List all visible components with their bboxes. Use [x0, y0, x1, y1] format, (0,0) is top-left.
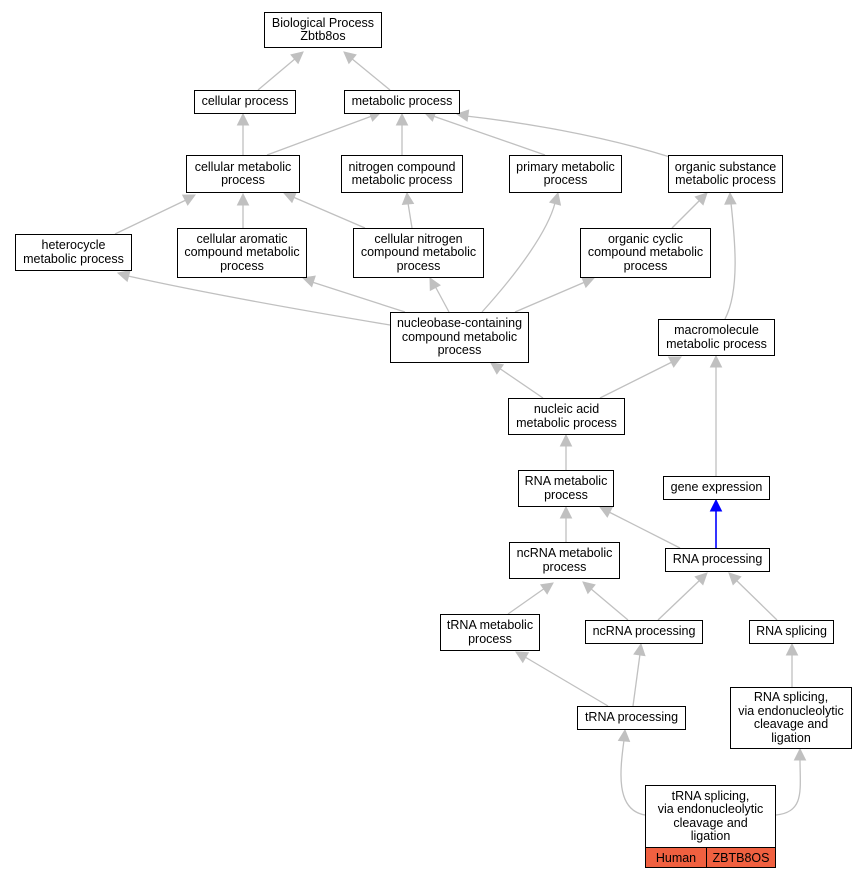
edge-organic-to-metabolic: [465, 115, 671, 158]
edge-trnaproc-to-ncproc: [632, 653, 641, 707]
edge-cellular-to-root-arrowhead: [290, 51, 304, 65]
node-cellular-metabolic-process[interactable]: cellular metabolic process: [186, 155, 300, 193]
edge-trnasplice-to-trnaproc-arrowhead: [617, 728, 631, 743]
node-heterocycle-metabolic-process[interactable]: heterocycle metabolic process: [15, 234, 132, 271]
edge-aromatic-to-cellmeta-arrowhead: [236, 192, 250, 206]
node-organic-substance-metabolic-process[interactable]: organic substance metabolic process: [668, 155, 783, 193]
edge-nucleo-to-aromatic-arrowhead: [301, 275, 316, 288]
edge-nucleic-to-nucleo-arrowhead: [490, 362, 505, 375]
edge-nucleic-to-macro-arrowhead: [667, 356, 682, 368]
edge-nucleo-to-ocyclic-arrowhead: [580, 276, 596, 289]
edge-nucleic-to-macro: [599, 361, 673, 399]
edge-nitro-to-metabolic-arrowhead: [395, 112, 409, 126]
edge-trnasplice-to-rnasplendo-arrowhead: [793, 747, 807, 761]
edge-ncproc-to-ncmeta-arrowhead: [582, 581, 596, 595]
node-trna-splicing-endonucleolytic[interactable]: tRNA splicing, via endonucleolytic cleav…: [645, 785, 776, 848]
edge-nucleo-to-cnitro: [434, 285, 450, 313]
legend-gene-cell: ZBTB8OS: [706, 847, 776, 868]
edge-metabolic-to-root: [350, 57, 391, 91]
edge-organic-to-metabolic-arrowhead: [455, 109, 470, 122]
node-nitrogen-compound-metabolic-process[interactable]: nitrogen compound metabolic process: [341, 155, 463, 193]
node-root[interactable]: Biological Process Zbtb8os: [264, 12, 382, 48]
node-trna-processing[interactable]: tRNA processing: [577, 706, 686, 730]
edge-cellmeta-to-metabolic: [266, 115, 373, 156]
node-ncrna-metabolic-process[interactable]: ncRNA metabolic process: [509, 542, 620, 579]
edge-rnasplendo-to-splice-arrowhead: [785, 642, 799, 656]
legend-species-cell: Human: [645, 847, 707, 868]
edge-trnameta-to-ncmeta: [507, 587, 546, 615]
edge-nucleo-to-primary: [481, 202, 556, 313]
edge-gene-to-macro-arrowhead: [709, 354, 723, 368]
node-macromolecule-metabolic-process[interactable]: macromolecule metabolic process: [658, 319, 775, 356]
edge-metabolic-to-root-arrowhead: [343, 51, 357, 65]
edge-nucleo-to-aromatic: [311, 281, 406, 313]
node-cellular-process[interactable]: cellular process: [194, 90, 296, 114]
edge-ncproc-to-rnaproc: [657, 579, 701, 621]
edge-primary-to-metabolic: [432, 115, 546, 156]
node-primary-metabolic-process[interactable]: primary metabolic process: [509, 155, 622, 193]
node-trna-metabolic-process[interactable]: tRNA metabolic process: [440, 614, 540, 651]
edge-nucleo-to-hetero: [127, 275, 391, 326]
edge-rnameta-to-nucleic-arrowhead: [559, 433, 573, 447]
edge-ncproc-to-ncmeta: [589, 587, 629, 621]
node-nucleobase-containing-compound-metabolic-process[interactable]: nucleobase-containing compound metabolic…: [390, 312, 529, 363]
edge-trnaproc-to-ncproc-arrowhead: [633, 642, 646, 657]
edge-trnameta-to-ncmeta-arrowhead: [539, 582, 554, 595]
edge-rnaproc-to-rnameta-arrowhead: [599, 506, 614, 518]
edge-trnasplice-to-trnaproc: [620, 739, 646, 816]
edge-cellular-to-root: [257, 57, 297, 91]
edge-cnitro-to-cellmeta: [292, 196, 366, 229]
edge-trnaproc-to-trnameta: [524, 656, 609, 707]
edge-cnitro-to-nitro-arrowhead: [401, 191, 415, 206]
edge-cnitro-to-cellmeta-arrowhead: [282, 191, 298, 204]
node-cellular-nitrogen-compound-metabolic-process[interactable]: cellular nitrogen compound metabolic pro…: [353, 228, 484, 278]
node-metabolic-process[interactable]: metabolic process: [344, 90, 460, 114]
edge-nucleo-to-cnitro-arrowhead: [429, 277, 441, 292]
edge-cnitro-to-nitro: [407, 202, 413, 229]
edge-nucleo-to-primary-arrowhead: [548, 191, 562, 206]
node-organic-cyclic-compound-metabolic-process[interactable]: organic cyclic compound metabolic proces…: [580, 228, 711, 278]
edge-ocyclic-to-organic: [671, 199, 701, 229]
edge-trnaproc-to-trnameta-arrowhead: [515, 651, 530, 664]
edge-splice-to-rnaproc: [735, 579, 778, 621]
edge-cellmeta-to-cellular-arrowhead: [236, 112, 250, 126]
node-rna-processing[interactable]: RNA processing: [665, 548, 770, 572]
edge-macro-to-organic-arrowhead: [724, 191, 737, 205]
node-rna-splicing[interactable]: RNA splicing: [749, 620, 834, 644]
edge-ncmeta-to-rnameta-arrowhead: [559, 505, 573, 519]
edge-nucleic-to-nucleo: [498, 367, 544, 399]
edge-rnaproc-to-gene-arrowhead: [709, 498, 723, 512]
node-rna-metabolic-process[interactable]: RNA metabolic process: [518, 470, 614, 507]
node-gene-expression[interactable]: gene expression: [663, 476, 770, 500]
node-nucleic-acid-metabolic-process[interactable]: nucleic acid metabolic process: [508, 398, 625, 435]
edge-nucleo-to-hetero-arrowhead: [116, 269, 131, 283]
edge-trnasplice-to-rnasplendo: [775, 758, 801, 816]
edge-ocyclic-to-organic-arrowhead: [694, 192, 708, 206]
edge-splice-to-rnaproc-arrowhead: [728, 572, 742, 586]
edge-hetero-to-cellmeta-arrowhead: [181, 194, 196, 206]
edge-rnaproc-to-rnameta: [608, 511, 681, 549]
node-cellular-aromatic-compound-metabolic-process[interactable]: cellular aromatic compound metabolic pro…: [177, 228, 307, 278]
node-ncrna-processing[interactable]: ncRNA processing: [585, 620, 703, 644]
edge-ncproc-to-rnaproc-arrowhead: [694, 572, 708, 586]
node-rna-splicing-endonucleolytic[interactable]: RNA splicing, via endonucleolytic cleava…: [730, 687, 852, 749]
edge-nucleo-to-ocyclic: [514, 281, 586, 313]
edge-macro-to-organic: [724, 202, 736, 320]
edge-hetero-to-cellmeta: [114, 199, 187, 235]
